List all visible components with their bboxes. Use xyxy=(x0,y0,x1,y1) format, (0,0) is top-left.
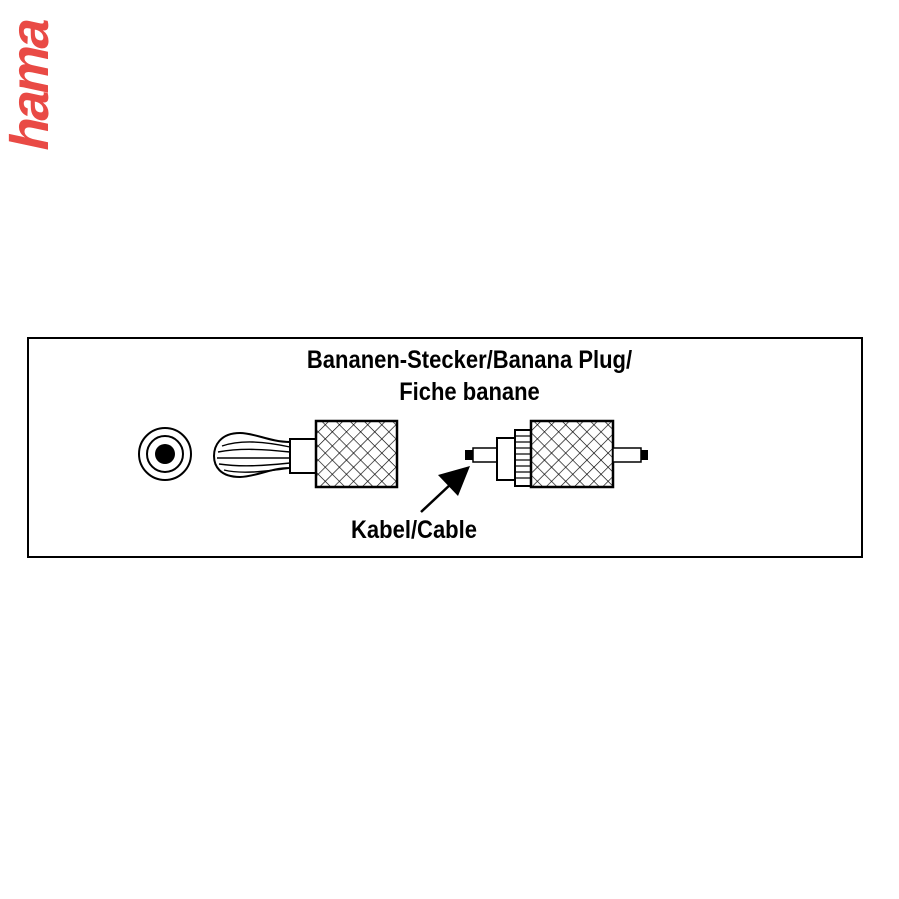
cable-label: Kabel/Cable xyxy=(351,516,477,544)
diagram-frame xyxy=(27,337,863,558)
diagram-title-line-1: Bananen-Stecker/Banana Plug/ xyxy=(306,346,633,374)
diagram-title-line-2: Fiche banane xyxy=(399,378,540,406)
brand-logo: hama xyxy=(0,0,60,170)
brand-logo-text: hama xyxy=(0,14,60,156)
